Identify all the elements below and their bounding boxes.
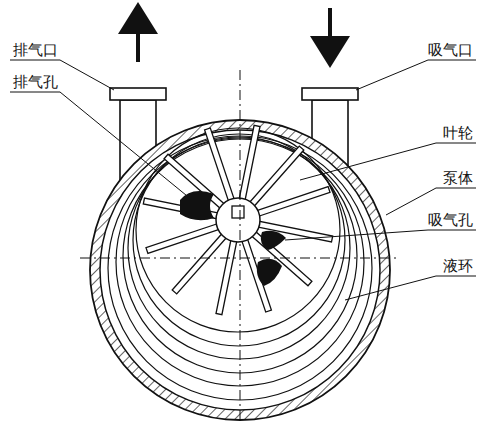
impeller-blade xyxy=(146,224,220,254)
impeller-blade xyxy=(205,128,235,202)
part-label: 吸气孔 xyxy=(427,211,474,229)
part-label: 排气孔 xyxy=(12,73,59,91)
part-label: 吸气口 xyxy=(427,41,474,59)
part-label: 排气口 xyxy=(12,41,59,59)
impeller-blade xyxy=(239,125,260,201)
part-label: 泵体 xyxy=(442,169,474,187)
impeller-blade xyxy=(256,187,330,217)
impeller-blade xyxy=(216,239,237,315)
part-label: 叶轮 xyxy=(442,124,474,142)
part-label: 液环 xyxy=(442,257,474,275)
